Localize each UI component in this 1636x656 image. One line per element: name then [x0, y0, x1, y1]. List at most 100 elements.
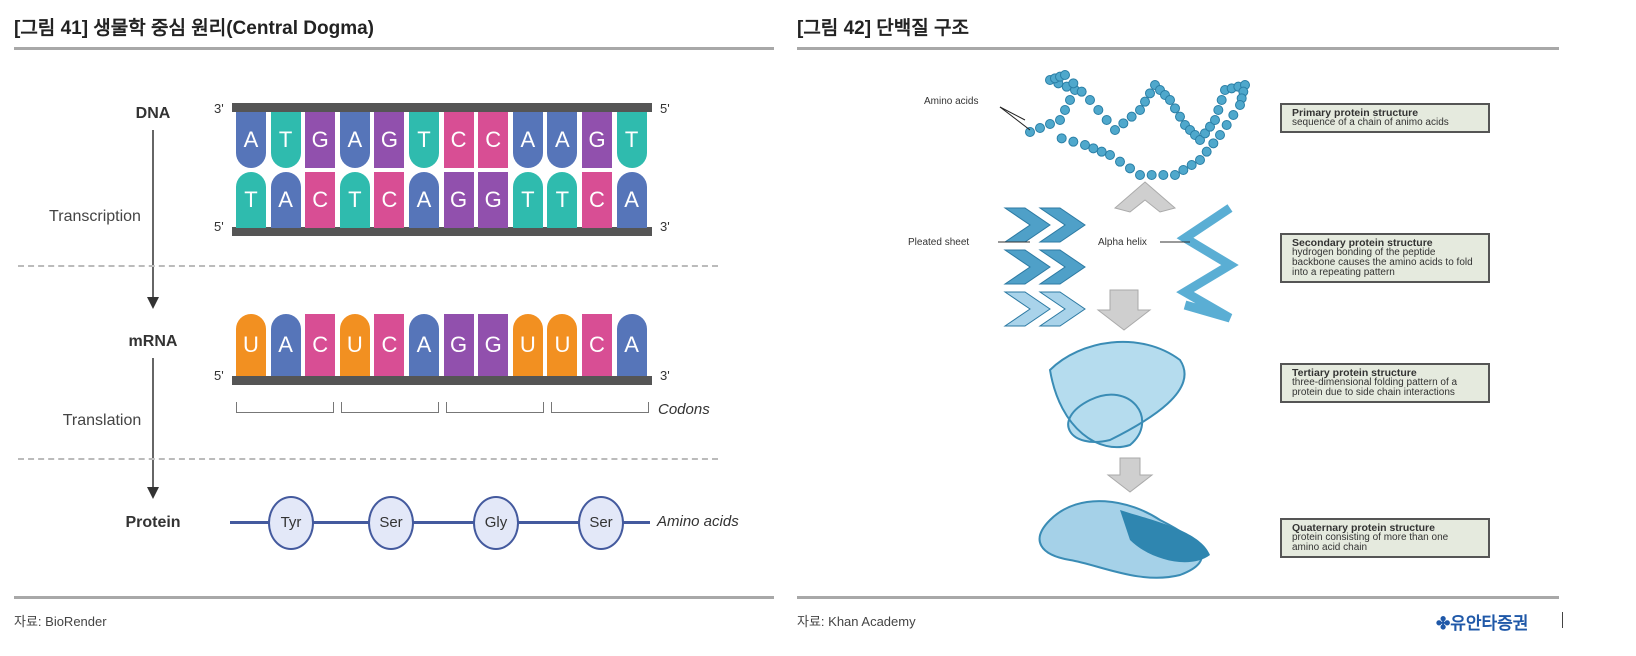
- figure-42-title: [그림 42] 단백질 구조: [797, 18, 969, 39]
- amino-acid-bead: [1158, 170, 1169, 180]
- base-C: C: [374, 314, 405, 376]
- amino-acid-bead: [1228, 110, 1239, 120]
- base-T: T: [270, 112, 301, 168]
- codon-bracket: [446, 402, 544, 413]
- peptide-chain: [230, 521, 650, 524]
- amino-acid-bead: [1201, 146, 1212, 157]
- base-A: A: [512, 112, 543, 168]
- amino-acid-bead: [1085, 95, 1095, 105]
- amino-acid-bead: [1096, 146, 1107, 157]
- source-note: 자료: Khan Academy: [797, 614, 916, 629]
- pleated-sheet-callout: Pleated sheet: [908, 237, 970, 248]
- amino-acid-bead: [1208, 138, 1219, 149]
- codon-bracket: [236, 402, 334, 413]
- base-G: G: [582, 112, 612, 168]
- amino-acid-bead: [1093, 105, 1104, 115]
- base-A: A: [339, 112, 370, 168]
- base-A: A: [409, 314, 439, 376]
- codon-bracket: [551, 402, 649, 413]
- amino-acid-bead: [1080, 140, 1090, 150]
- amino-acid-bead: [1205, 121, 1215, 132]
- amino-acid-bead: [1216, 95, 1227, 105]
- amino-acid-bead: [1118, 118, 1129, 129]
- amino-acid-bead: [1076, 86, 1087, 97]
- amino-acid-bead: [1101, 115, 1112, 125]
- amino-acid: Ser: [368, 496, 414, 550]
- dna-backbone-top: [232, 103, 652, 112]
- amino-acid-bead: [1105, 150, 1115, 160]
- amino-acids-callout: Amino acids: [924, 96, 979, 107]
- end-label: 3': [214, 101, 224, 116]
- amino-acid-bead: [1056, 133, 1067, 144]
- amino-acid-bead: [1125, 163, 1135, 174]
- base-G: G: [305, 112, 336, 168]
- base-G: G: [478, 314, 509, 376]
- box-text: sequence of a chain of animo acids: [1292, 117, 1449, 128]
- amino-acid-bead: [1060, 105, 1070, 115]
- amino-acid-bead: [1210, 115, 1220, 125]
- base-A: A: [236, 112, 266, 168]
- amino-acid-bead: [1140, 96, 1150, 107]
- amino-acid-bead: [1035, 123, 1045, 133]
- amino-acid: Gly: [473, 496, 519, 550]
- base-G: G: [443, 314, 474, 376]
- box-title: Secondary protein structure: [1292, 237, 1433, 249]
- base-C: C: [305, 314, 336, 376]
- codon-bracket: [341, 402, 439, 413]
- divider: [1562, 612, 1563, 628]
- amino-acid-bead: [1178, 165, 1189, 175]
- amino-acid-bead: [1200, 128, 1210, 139]
- base-C: C: [374, 172, 405, 228]
- transcription-label: Transcription: [49, 208, 141, 225]
- amino-acid-bead: [1213, 105, 1224, 115]
- amino-acid-bead: [1126, 111, 1137, 122]
- base-T: T: [409, 112, 439, 168]
- divider: [797, 596, 1559, 599]
- amino-acid: Tyr: [268, 496, 314, 550]
- amino-acid-bead: [1145, 88, 1155, 99]
- translation-label: Translation: [62, 412, 142, 429]
- box-text: three-dimensional folding pattern of a p…: [1292, 377, 1458, 398]
- base-U: U: [512, 314, 543, 376]
- base-C: C: [582, 172, 612, 228]
- end-label: 5': [214, 368, 224, 383]
- brand-name: 유안타증권: [1450, 614, 1529, 633]
- base-A: A: [409, 172, 439, 228]
- base-U: U: [547, 314, 578, 376]
- mrna-label: mRNA: [128, 333, 178, 350]
- amino-acid-bead: [1060, 70, 1070, 80]
- amino-acid-bead: [1110, 125, 1120, 135]
- amino-acid-bead: [1025, 127, 1035, 137]
- divider: [14, 47, 774, 50]
- logo-icon: ✤: [1436, 614, 1451, 633]
- amino-acid-bead: [1195, 135, 1205, 145]
- base-A: A: [270, 314, 301, 376]
- amino-acid-bead: [1065, 95, 1075, 105]
- divider: [797, 47, 1559, 50]
- amino-acid-bead: [1135, 170, 1145, 180]
- amino-acid-bead: [1115, 156, 1125, 167]
- protein-label: Protein: [125, 514, 181, 531]
- amino-acid-bead: [1215, 130, 1225, 140]
- base-C: C: [305, 172, 336, 228]
- end-label: 5': [660, 101, 670, 116]
- base-G: G: [478, 172, 509, 228]
- codons-label: Codons: [658, 401, 710, 418]
- amino-acid-bead: [1088, 143, 1099, 154]
- box-text: hydrogen bonding of the peptide backbone…: [1292, 247, 1473, 278]
- base-A: A: [547, 112, 578, 168]
- box-text: protein consisting of more than one amin…: [1292, 532, 1449, 553]
- mrna-backbone: [232, 376, 652, 385]
- base-T: T: [547, 172, 578, 228]
- amino-acid: Ser: [578, 496, 624, 550]
- base-T: T: [512, 172, 543, 228]
- base-T: T: [339, 172, 370, 228]
- dna-label: DNA: [135, 105, 171, 122]
- source-note: 자료: BioRender: [14, 614, 107, 629]
- base-C: C: [582, 314, 612, 376]
- base-U: U: [236, 314, 266, 376]
- end-label: 5': [214, 219, 224, 234]
